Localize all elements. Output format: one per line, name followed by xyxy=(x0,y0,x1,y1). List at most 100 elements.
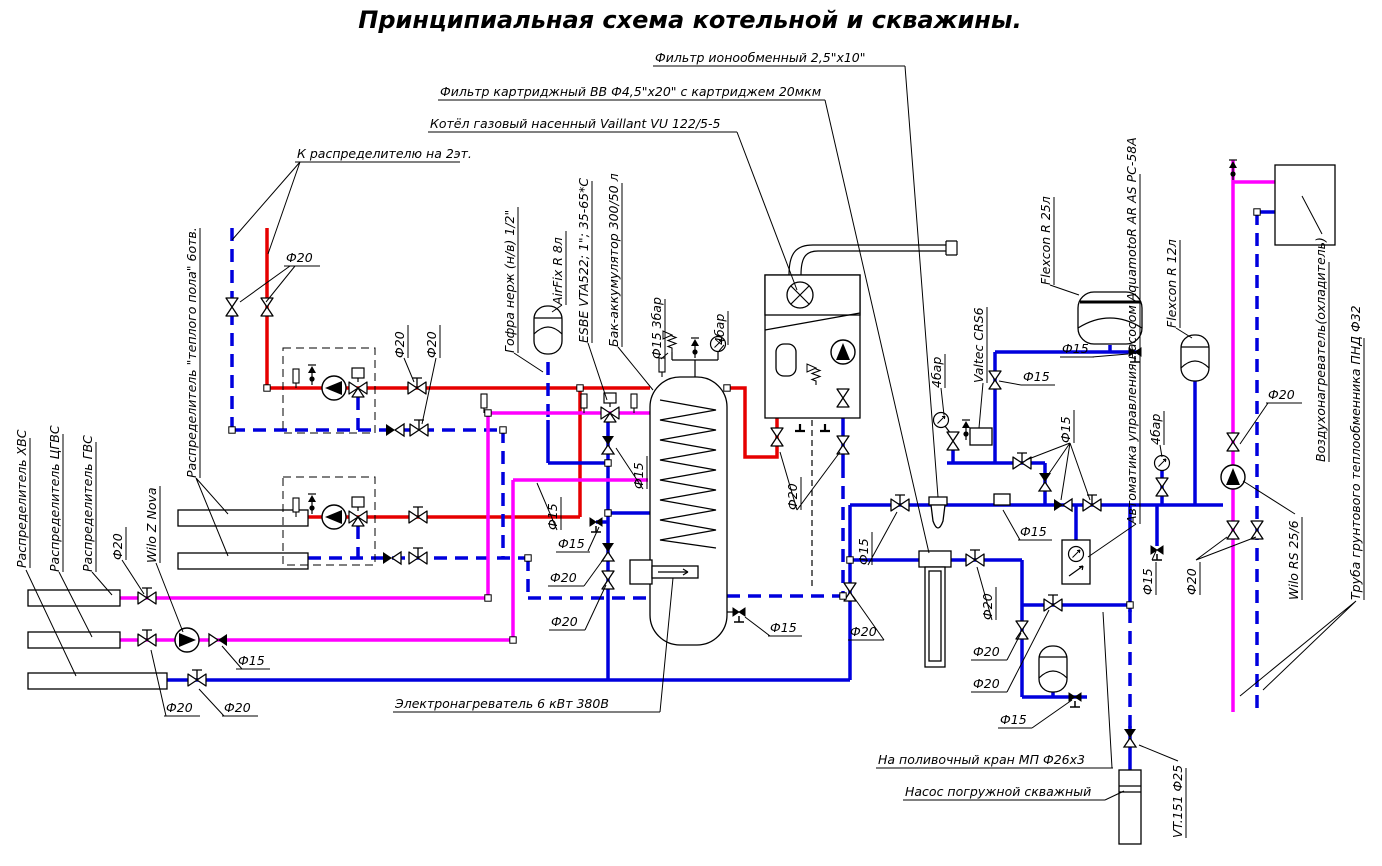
svg-text:Распределитель ЦГВС: Распределитель ЦГВС xyxy=(47,425,62,572)
svg-text:Wilo Z Nova: Wilo Z Nova xyxy=(144,487,159,563)
reducer-valve-icon xyxy=(946,431,960,451)
svg-text:Котёл газовый насенный Vaillan: Котёл газовый насенный Vaillant VU 122/5… xyxy=(430,116,721,131)
label-rasp-tp: Распределитель "теплого пола" 6отв. xyxy=(184,227,201,478)
label-f15: Ф15 xyxy=(556,536,590,553)
label-f15: Ф15 xyxy=(1018,524,1052,541)
label-f20: Ф20 xyxy=(971,644,1007,661)
svg-text:Valtec CRS6: Valtec CRS6 xyxy=(971,307,986,383)
junction-node xyxy=(1126,601,1134,609)
label-airfix: AirFix R 8л xyxy=(550,231,567,306)
label-f20: Ф20 xyxy=(110,527,127,560)
check-valve-icon xyxy=(601,435,615,455)
svg-text:Ф20: Ф20 xyxy=(973,644,1000,659)
svg-text:Ф20: Ф20 xyxy=(785,483,800,510)
valve-icon xyxy=(409,507,427,523)
page-title: Принципиальная схема котельной и скважин… xyxy=(358,6,1021,34)
check-valve-icon xyxy=(1053,498,1073,512)
svg-text:Ф20: Ф20 xyxy=(424,331,439,358)
svg-text:4бар: 4бар xyxy=(929,357,944,388)
label-f20: Ф20 xyxy=(549,614,585,631)
three-way-valve-icon xyxy=(348,496,368,527)
label-wilo-rs: Wilo RS 25/6 xyxy=(1286,517,1303,600)
svg-text:Насос погружной скважный: Насос погружной скважный xyxy=(905,784,1091,799)
thermometer-icon xyxy=(658,357,666,378)
cgvs-distributor xyxy=(27,631,121,649)
label-f20: Ф20 xyxy=(1184,562,1201,595)
boiler-drain-icon2 xyxy=(818,422,832,433)
label-bar4: 4бар xyxy=(712,311,729,345)
label-f15: Ф15 xyxy=(545,497,562,530)
label-f20: Ф20 xyxy=(1266,387,1302,404)
components xyxy=(27,164,1336,845)
label-flexcon25: Flexcon R 25л xyxy=(1038,196,1055,285)
valve-icon xyxy=(188,670,206,686)
label-f15: Ф15 xyxy=(856,532,873,565)
gvs-distributor xyxy=(27,589,121,607)
svg-text:Ф15: Ф15 xyxy=(545,503,560,530)
valve-icon xyxy=(225,297,239,317)
label-nasos-well: Насос погружной скважный xyxy=(903,784,1105,801)
label-rasp-gvs: Распределитель ГВС xyxy=(80,435,97,572)
svg-text:Ф15: Ф15 xyxy=(770,620,797,635)
svg-text:Ф20: Ф20 xyxy=(1184,568,1199,595)
thermometer-icon xyxy=(630,393,638,414)
svg-text:Ф15: Ф15 xyxy=(1023,369,1050,384)
junction-node xyxy=(484,409,492,417)
svg-text:Ф20: Ф20 xyxy=(550,570,577,585)
air-vent-icon xyxy=(307,493,317,515)
svg-text:Ф15 3бар: Ф15 3бар xyxy=(649,297,664,359)
junction-node xyxy=(846,556,854,564)
pump-icon xyxy=(321,504,347,530)
valve-icon xyxy=(1015,620,1029,640)
label-filter-ion: Фильтр ионообменный 2,5"х10" xyxy=(653,50,905,67)
svg-text:Ф20: Ф20 xyxy=(1268,387,1295,402)
reducer-gauge-icon xyxy=(932,411,950,429)
tank-drain-valve-icon xyxy=(732,607,746,623)
svg-text:Распределитель ХВС: Распределитель ХВС xyxy=(14,429,29,568)
check-valve-icon xyxy=(382,551,402,565)
svg-text:Ф15: Ф15 xyxy=(1000,712,1027,727)
hvs-distributor xyxy=(27,672,168,690)
junction-node xyxy=(263,384,271,392)
svg-text:ESBE VTA522; 1"; 35-65*C: ESBE VTA522; 1"; 35-65*C xyxy=(576,178,591,343)
gas-boiler xyxy=(764,274,861,433)
label-flexcon12: Flexcon R 12л xyxy=(1164,239,1181,328)
vt151-check-valve-icon xyxy=(1123,728,1137,748)
svg-text:Ф15: Ф15 xyxy=(238,653,265,668)
pump-automation-box xyxy=(1061,539,1091,585)
heating-return-pipes xyxy=(230,212,1259,728)
thermometer-icon xyxy=(580,393,588,414)
air-vent-icon xyxy=(1228,159,1238,181)
misc-thin-lines xyxy=(788,240,958,588)
label-bar4: 4бар xyxy=(1148,411,1165,445)
svg-text:Flexcon R 25л: Flexcon R 25л xyxy=(1038,196,1053,285)
esbe-mixing-valve-icon xyxy=(600,392,620,423)
mixing-unit-box-2 xyxy=(282,476,376,566)
leader-lines xyxy=(25,65,1357,801)
label-valtec: Valtec CRS6 xyxy=(971,307,988,383)
svg-text:Ф15: Ф15 xyxy=(1058,416,1073,443)
valve-icon xyxy=(1226,432,1240,452)
wilo-z-nova-pump-icon xyxy=(174,627,200,653)
three-way-valve-icon xyxy=(348,367,368,398)
svg-text:Фильтр картриджный ВВ Ф4,5"х20: Фильтр картриджный ВВ Ф4,5"х20" с картри… xyxy=(440,84,821,99)
air-vent-icon xyxy=(690,337,700,359)
check-valve-icon xyxy=(208,633,228,647)
valve-icon xyxy=(966,550,984,566)
junction-node xyxy=(723,384,731,392)
boiler-pump-icon xyxy=(830,339,856,365)
valve-icon xyxy=(1044,595,1062,611)
valve-icon xyxy=(138,630,156,646)
svg-text:Ф20: Ф20 xyxy=(286,250,313,265)
ion-exchange-filter xyxy=(928,496,948,529)
svg-text:Труба грунтового теплообменник: Труба грунтового теплообменника ПНД Ф32 xyxy=(1348,305,1363,600)
label-heater: Электронагреватель 6 кВт 380В xyxy=(393,696,660,713)
check-valve-icon xyxy=(1038,472,1052,492)
label-f20: Ф20 xyxy=(980,587,997,620)
boiler-expansion-vessel xyxy=(775,343,797,377)
floor-heating-distributor-1 xyxy=(177,509,309,527)
air-heater-box xyxy=(1274,164,1336,246)
label-f20: Ф20 xyxy=(971,676,1007,693)
valve-icon xyxy=(770,427,784,447)
